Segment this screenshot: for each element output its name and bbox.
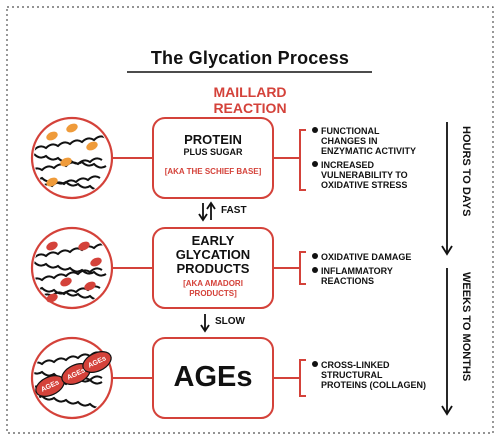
stage-early-line: GLYCATION (175, 247, 251, 262)
note-inflammatory: INFLAMMATORY REACTIONS (312, 266, 393, 286)
note-bracket (299, 359, 306, 397)
timescale-weeks-to-months: WEEKS TO MONTHS (460, 272, 472, 382)
bullet-icon (312, 361, 318, 367)
diagram-title: The Glycation Process (150, 48, 350, 68)
maillard-reaction-label: MAILLARD REACTION (213, 84, 287, 116)
bullet-icon (312, 253, 318, 259)
bullet-icon (312, 267, 318, 273)
ages-circle: AGEs AGEs AGEs (30, 336, 114, 420)
timescale-hours-to-days: HOURS TO DAYS (460, 126, 472, 217)
stage-protein-title: PROTEIN (184, 132, 242, 147)
note-oxidative-damage: OXIDATIVE DAMAGE (312, 252, 411, 262)
protein-sugar-circle (30, 116, 114, 200)
note-cross-linked: CROSS-LINKED STRUCTURAL PROTEINS (COLLAG… (312, 360, 426, 390)
stage-protein: PROTEIN PLUS SUGAR [AKA THE SCHIEF BASE] (153, 132, 273, 177)
stage-protein-subtitle: PLUS SUGAR (183, 147, 243, 157)
stage-early-aka: PRODUCTS] (189, 289, 237, 298)
stage-early-glycation: EARLY GLYCATION PRODUCTS [AKA AMADORI PR… (153, 234, 273, 299)
fast-arrows-icon (198, 201, 216, 222)
note-vulnerability: INCREASED VULNERABILITY TO OXIDATIVE STR… (312, 160, 408, 190)
bullet-icon (312, 161, 318, 167)
note-functional-changes: FUNCTIONAL CHANGES IN ENZYMATIC ACTIVITY (312, 126, 416, 156)
stage-ages-title: AGEs (173, 361, 253, 393)
fast-label: FAST (221, 205, 247, 216)
note-bracket (299, 129, 306, 191)
bullet-icon (312, 127, 318, 133)
stage-protein-aka: [AKA THE SCHIEF BASE] (164, 167, 262, 176)
stage-early-aka: [AKA AMADORI (183, 279, 243, 288)
stage-ages: AGEs (153, 360, 273, 394)
early-glycation-circle (30, 226, 114, 310)
timeline-arrow-weeks (441, 268, 453, 416)
note-bracket (299, 251, 306, 285)
slow-label: SLOW (215, 316, 245, 327)
timeline-arrow-hours (441, 122, 453, 256)
dotted-border (6, 6, 494, 434)
stage-early-line: PRODUCTS (176, 261, 250, 276)
stage-early-line: EARLY (191, 233, 235, 248)
slow-arrow-icon (200, 314, 210, 333)
